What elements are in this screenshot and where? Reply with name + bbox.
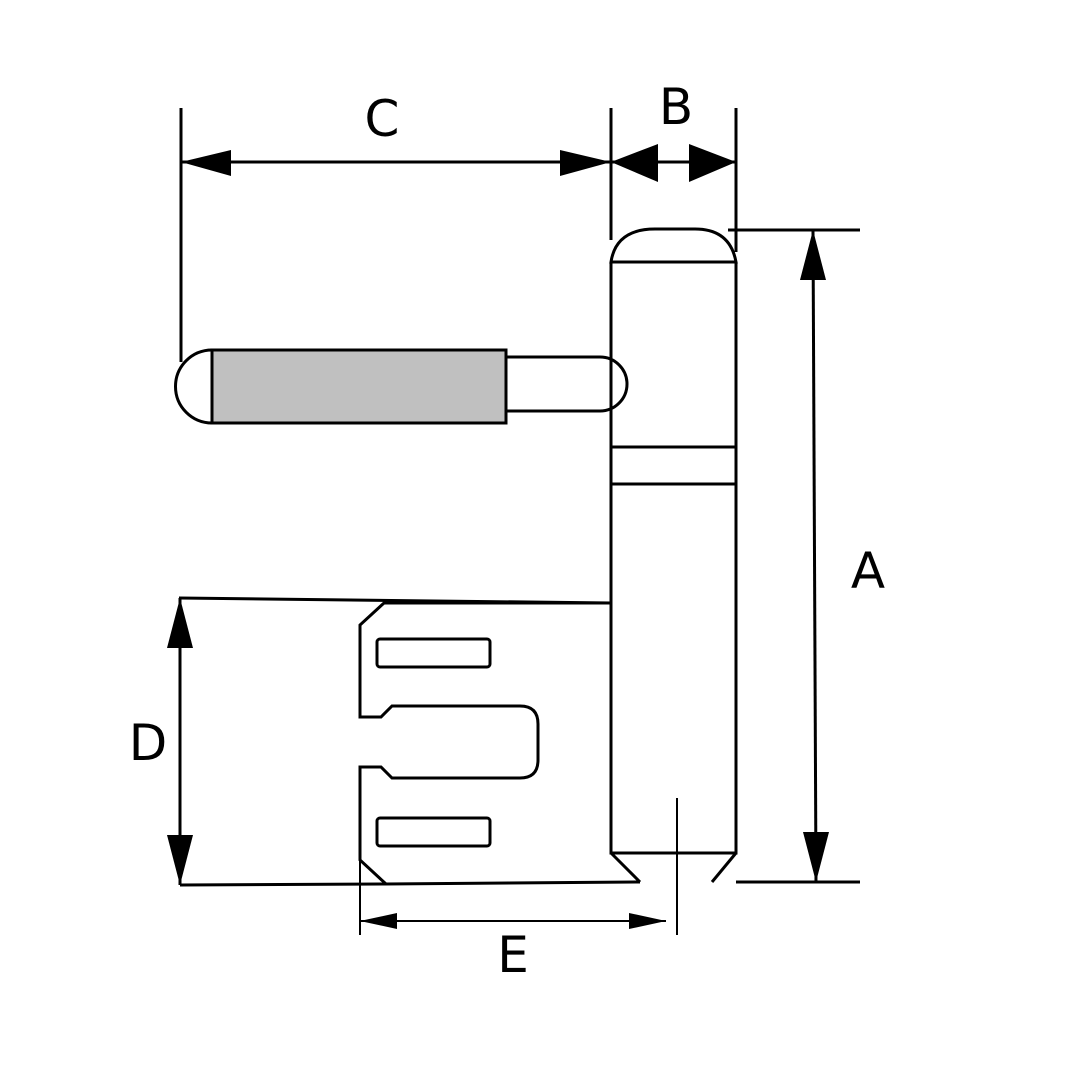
dimension-c-arrow-left xyxy=(181,150,231,176)
dimension-a-arrow-bottom xyxy=(803,832,829,882)
hinge-pin xyxy=(174,348,629,425)
leaf-slot-bottom xyxy=(375,816,492,848)
dimension-d-arrow-bottom xyxy=(167,835,193,885)
dimension-a-line xyxy=(811,229,818,883)
pin-sleeve-outline xyxy=(210,348,508,425)
dimension-e-arrow-right xyxy=(629,913,666,929)
dimension-c: C xyxy=(179,90,613,362)
dimension-a-label: A xyxy=(851,542,885,600)
dimension-b-label: B xyxy=(659,78,693,136)
dimension-d-arrow-top xyxy=(167,598,193,648)
hinge-leaf xyxy=(358,601,641,886)
barrel-top-cap xyxy=(609,227,738,264)
barrel-chamfer-right xyxy=(710,852,738,883)
dimension-e-arrow-left xyxy=(360,913,397,929)
dimension-b: B xyxy=(611,78,738,252)
dimension-d-label: D xyxy=(129,714,168,772)
dimension-e-label: E xyxy=(497,926,529,984)
leaf-outline xyxy=(358,601,641,886)
dimension-c-label: C xyxy=(365,90,400,148)
leaf-slot-top xyxy=(375,637,492,669)
pin-rounded-tip xyxy=(174,348,213,425)
pin-sleeve-fill xyxy=(212,350,506,423)
dimension-e: E xyxy=(359,798,718,984)
hinge-barrel xyxy=(609,227,738,884)
dimension-b-arrow-left xyxy=(611,144,658,182)
dimension-c-arrow-right xyxy=(560,150,611,176)
pin-shaft xyxy=(506,355,629,413)
dimension-b-arrow-right xyxy=(689,144,736,182)
dimension-d-extension-bottom xyxy=(179,882,387,887)
dimension-a-arrow-top xyxy=(800,230,826,280)
dimension-a: A xyxy=(728,228,885,884)
barrel-body xyxy=(609,262,738,855)
dimension-d: D xyxy=(129,596,612,885)
barrel-chamfer-left xyxy=(609,851,642,884)
